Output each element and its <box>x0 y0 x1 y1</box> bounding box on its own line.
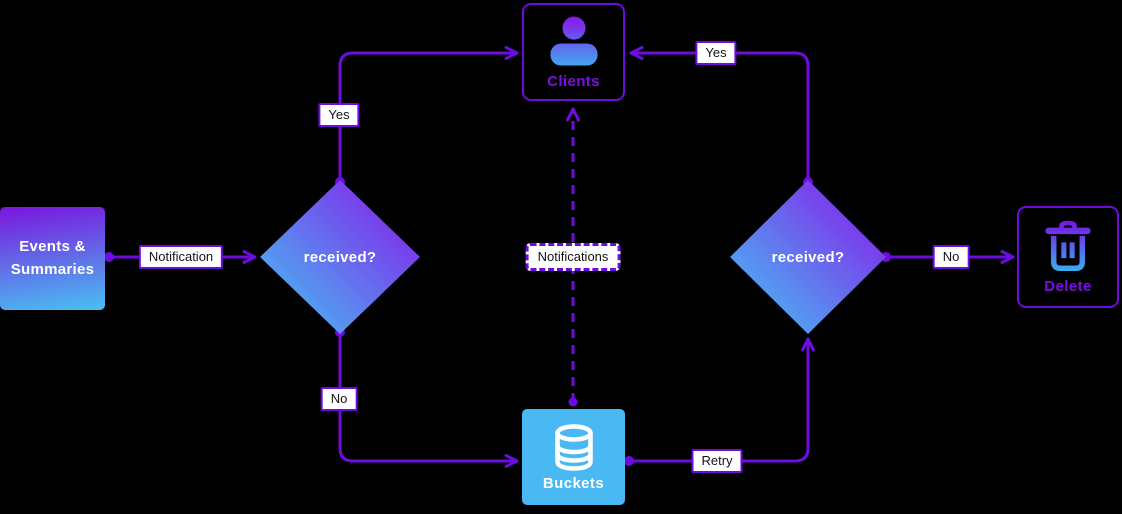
edge-no-left <box>338 332 519 468</box>
node-clients: Clients <box>522 3 625 101</box>
buckets-label: Buckets <box>542 474 605 492</box>
node-buckets: Buckets <box>522 409 625 505</box>
clients-label: Clients <box>547 72 600 90</box>
edge-retry <box>629 337 815 463</box>
decision-left-label: received? <box>303 248 377 266</box>
decision-right-label: received? <box>771 248 845 266</box>
edge-label-no-left: No <box>320 387 358 411</box>
node-events-summaries: Events & Summaries <box>0 207 105 310</box>
edge-label-notifications: Notifications <box>525 243 621 271</box>
edge-label-yes-left: Yes <box>318 103 360 127</box>
delete-label: Delete <box>1044 277 1092 295</box>
edge-label-no-right: No <box>932 245 970 269</box>
person-icon <box>549 15 599 69</box>
edge-yes-right <box>629 46 810 182</box>
database-icon <box>549 423 599 473</box>
edge-label-yes-right: Yes <box>695 41 737 65</box>
events-label-line1: Events & <box>19 238 86 255</box>
edge-label-retry: Retry <box>691 449 743 473</box>
node-delete: Delete <box>1017 206 1119 308</box>
events-label-line2: Summaries <box>10 260 95 278</box>
edge-yes-left <box>338 46 519 182</box>
edge-label-notification: Notification <box>138 245 224 269</box>
trash-icon <box>1044 220 1092 274</box>
